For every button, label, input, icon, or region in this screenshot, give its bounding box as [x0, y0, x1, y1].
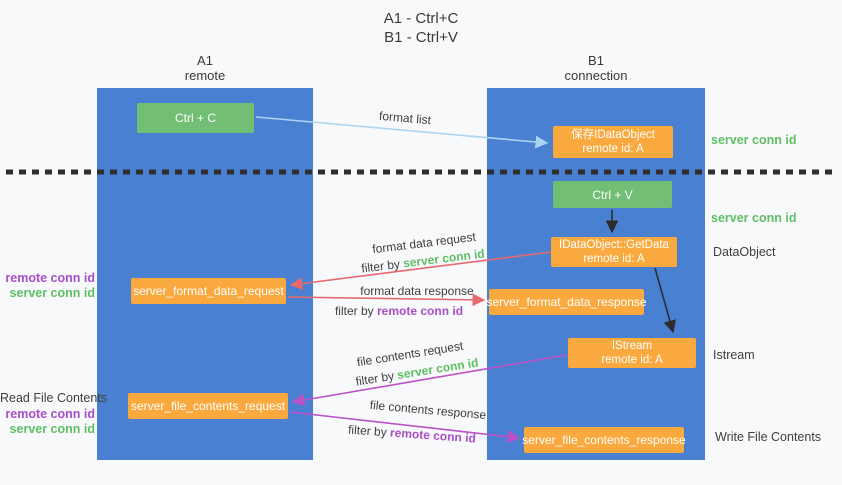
server-file-contents-response-node: server_file_contents_response [522, 427, 686, 453]
filter-by-text: filter by [354, 368, 396, 389]
format-list-label: format list [378, 108, 432, 128]
istream-node: IStream remote id: A [568, 338, 696, 368]
filter-by-text: filter by [347, 422, 388, 440]
filter-by-text: filter by [334, 304, 374, 318]
remote-conn-id-text: remote conn id [389, 425, 477, 446]
server-file-contents-request-label: server_file_contents_request [130, 399, 286, 413]
server-file-contents-response-label: server_file_contents_response [522, 433, 686, 447]
server-conn-id-label: server conn id [9, 422, 95, 436]
left-file-conn-ids: remote conn id server conn id [0, 407, 95, 437]
read-file-contents-label: Read File Contents [0, 391, 108, 405]
getdata-node: IDataObject::GetData remote id: A [551, 237, 677, 267]
server-file-contents-request-node: server_file_contents_request [128, 393, 288, 419]
file-contents-response-label: file contents response [369, 397, 487, 423]
lane-header-a1: A1 remote [97, 53, 313, 83]
lane-b1-subtitle: connection [564, 68, 628, 83]
save-idataobject-node: 保存IDataObject remote id: A [553, 126, 673, 158]
filter-by-remote-conn-id-label-bottom: filter by remote conn id [348, 423, 477, 446]
write-file-contents-label: Write File Contents [715, 430, 822, 444]
istream-label: Istream [713, 348, 755, 362]
server-conn-id-label-mid-right: server conn id [711, 211, 797, 225]
filter-by-text: filter by [360, 256, 401, 276]
ctrl-c-node: Ctrl + C [137, 103, 254, 133]
lane-a1-title: A1 [197, 53, 213, 68]
remote-conn-id-label: remote conn id [5, 271, 95, 285]
istream-line1: IStream [611, 340, 653, 352]
lane-header-b1: B1 connection [487, 53, 705, 83]
server-format-data-response-node: server_format_data_response [486, 289, 647, 315]
title-line-2: B1 - Ctrl+V [384, 29, 458, 46]
server-conn-id-label-top-right: server conn id [711, 133, 797, 147]
left-format-conn-ids: remote conn id server conn id [0, 271, 95, 301]
diagram-title: A1 - Ctrl+C B1 - Ctrl+V [0, 9, 842, 47]
lane-b1-title: B1 [588, 53, 604, 68]
server-conn-id-label: server conn id [9, 286, 95, 300]
lane-a1-subtitle: remote [184, 68, 226, 83]
getdata-line2: remote id: A [583, 253, 645, 265]
remote-conn-id-label: remote conn id [5, 407, 95, 421]
title-line-1: A1 - Ctrl+C [383, 10, 459, 27]
save-idataobject-line2: remote id: A [582, 143, 644, 155]
server-format-data-request-node: server_format_data_request [131, 278, 286, 304]
save-idataobject-line1: 保存IDataObject [571, 129, 655, 141]
dataobject-label: DataObject [713, 245, 776, 259]
ctrl-c-label: Ctrl + C [174, 111, 216, 125]
ctrl-v-node: Ctrl + V [553, 181, 672, 208]
remote-conn-id-text: remote conn id [377, 304, 464, 318]
istream-line2: remote id: A [601, 354, 663, 366]
server-format-data-response-label: server_format_data_response [486, 295, 647, 309]
server-format-data-request-label: server_format_data_request [133, 284, 284, 298]
getdata-line1: IDataObject::GetData [559, 239, 669, 251]
filter-by-remote-conn-id-label-top: filter by remote conn id [335, 304, 463, 318]
format-data-response-label: format data response [360, 284, 474, 298]
ctrl-v-label: Ctrl + V [592, 187, 633, 202]
